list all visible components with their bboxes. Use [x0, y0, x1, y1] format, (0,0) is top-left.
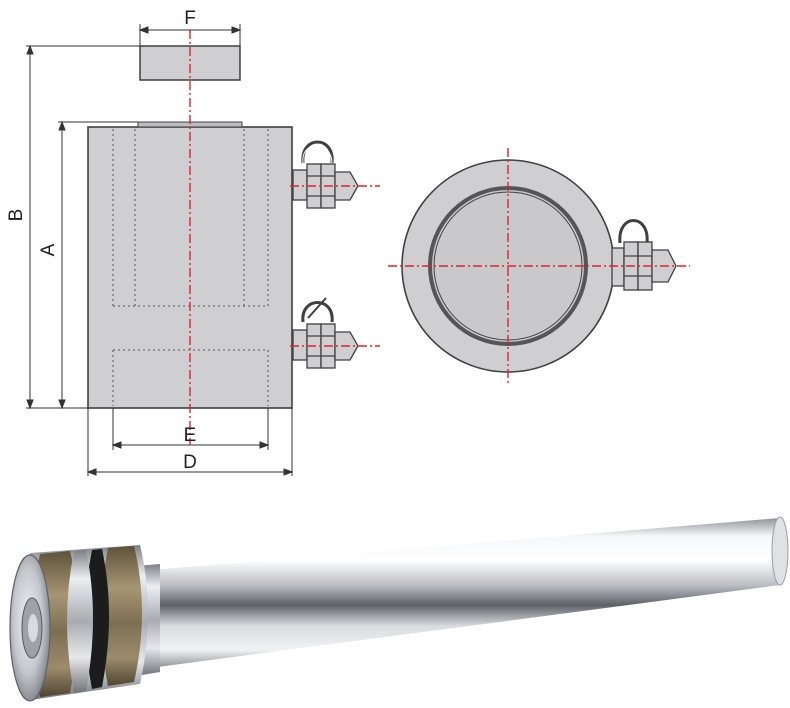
- piston-rod: [150, 518, 785, 668]
- seal-band-rear: [101, 546, 142, 686]
- dimension-label-b: B: [6, 209, 27, 222]
- cylinder-side-view: [87, 30, 380, 445]
- centerlines: [189, 30, 380, 445]
- piston-rod-photo: [9, 516, 789, 702]
- hydraulic-coupler-icon: [292, 140, 359, 209]
- dimension-label-e: E: [184, 425, 197, 446]
- hydraulic-coupler-icon: [611, 219, 677, 291]
- top-view-centerlines: [388, 148, 690, 386]
- dimension-label-f: F: [184, 8, 196, 29]
- hydraulic-coupler-icon: [292, 297, 359, 369]
- dimension-label-a: A: [38, 243, 59, 256]
- cylinder-top-view: [388, 148, 690, 386]
- dimension-lines: [26, 24, 294, 476]
- hidden-lines: [112, 129, 269, 406]
- dimension-label-d: D: [183, 452, 197, 473]
